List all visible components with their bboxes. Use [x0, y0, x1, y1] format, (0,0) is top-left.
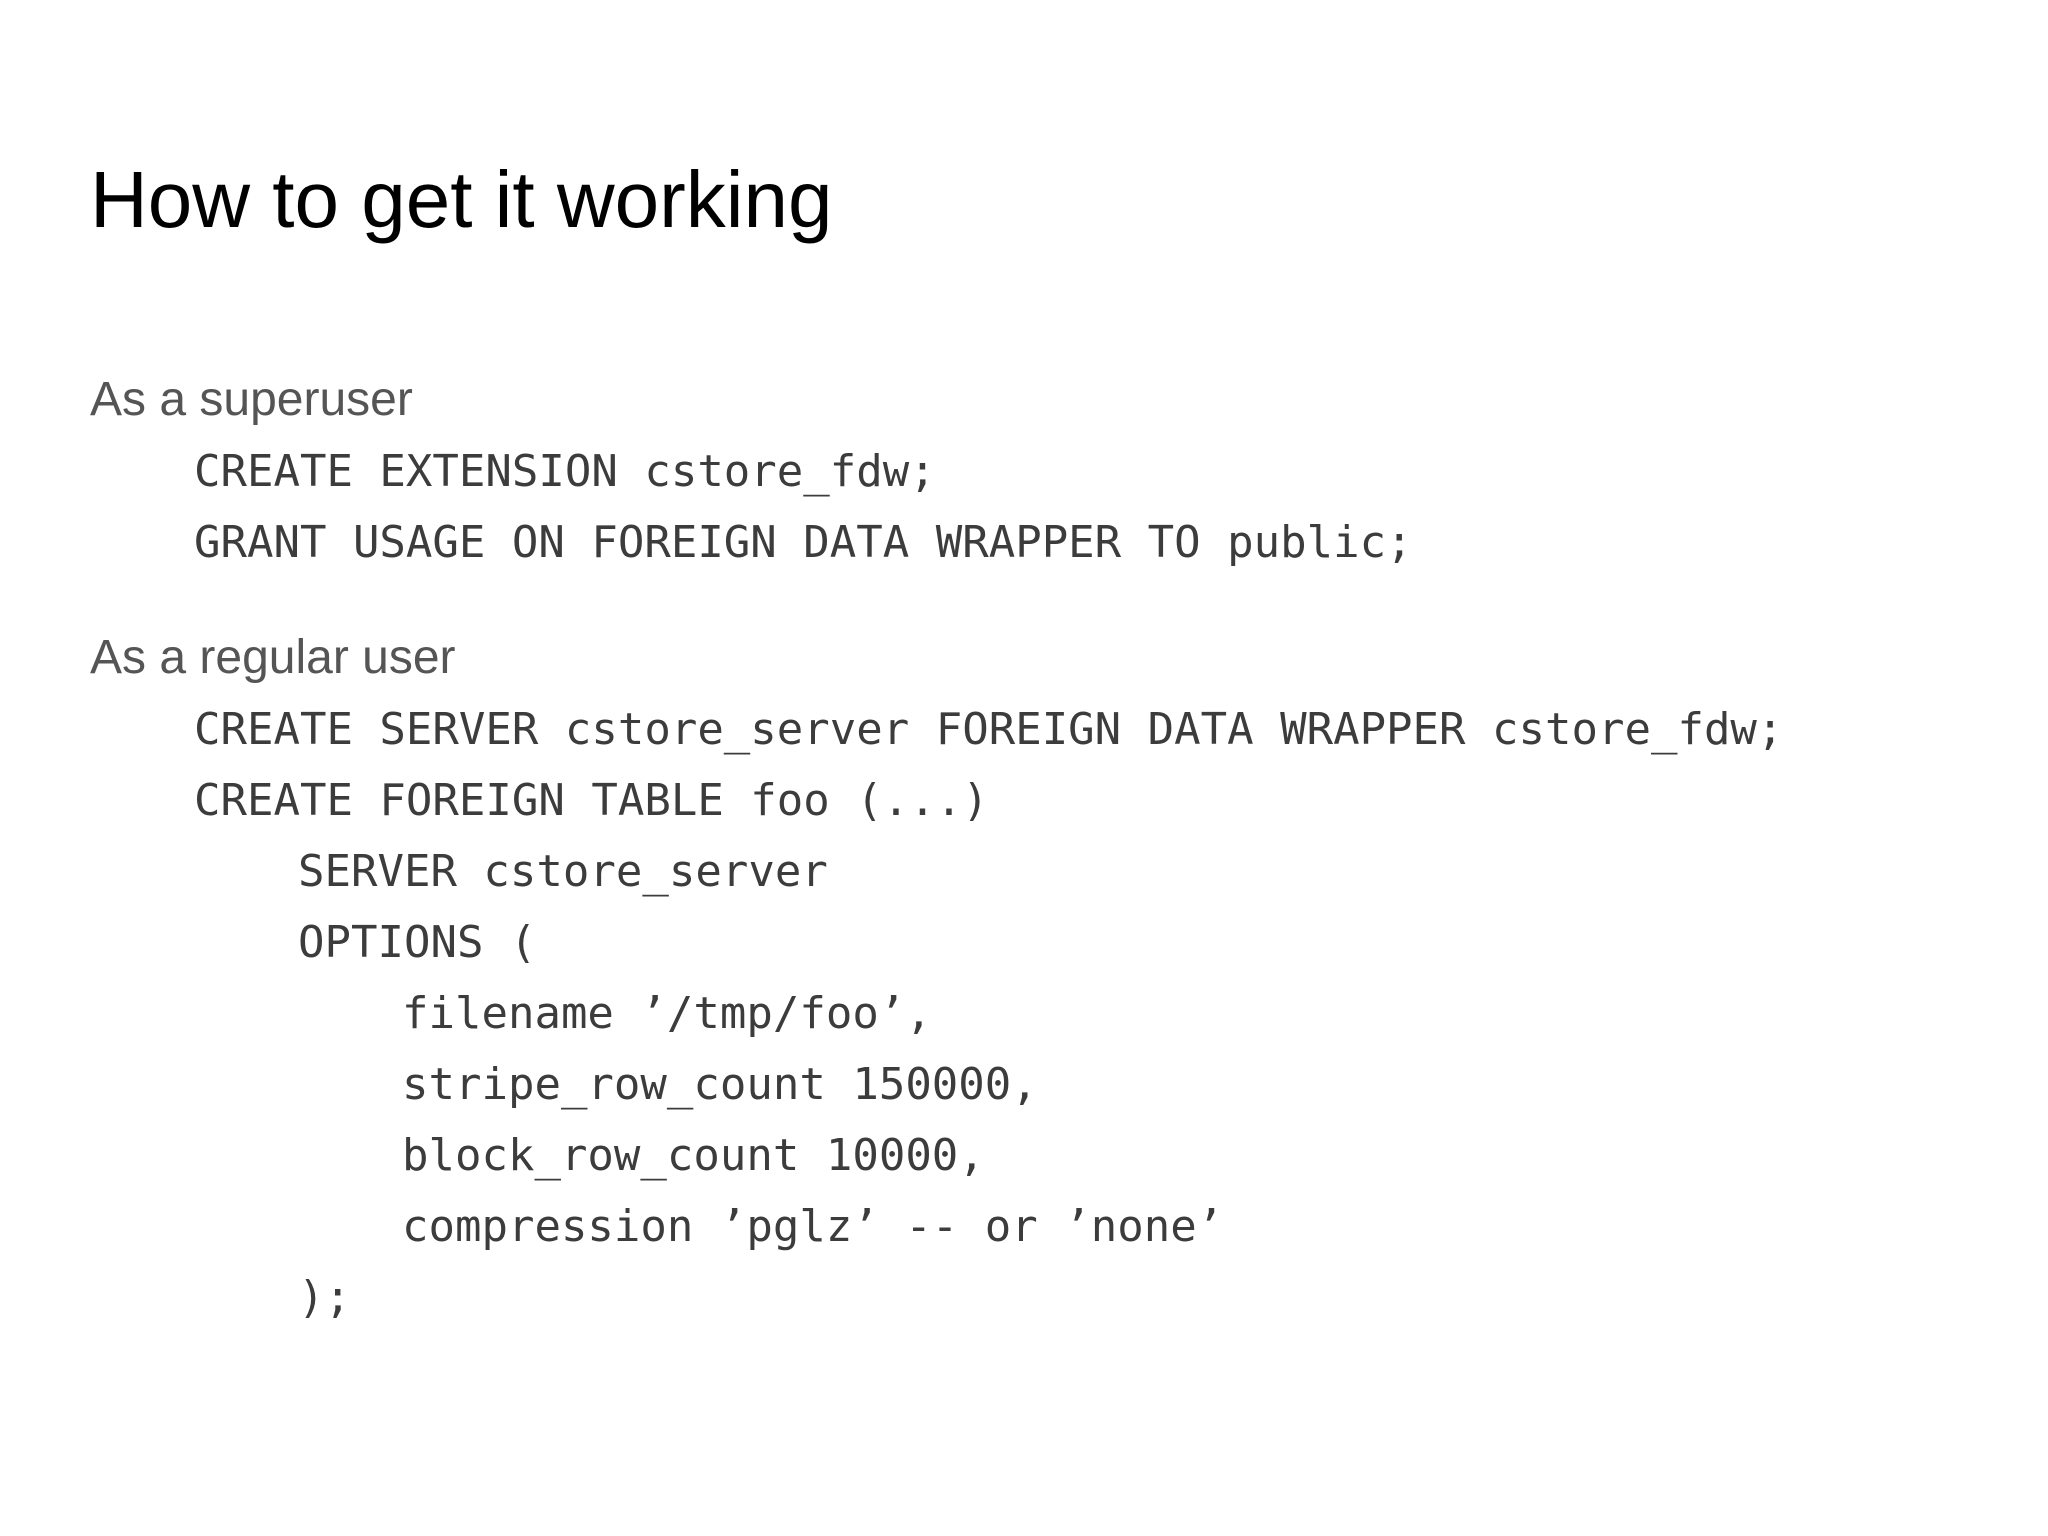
slide-title: How to get it working — [90, 155, 833, 244]
code-line: CREATE SERVER cstore_server FOREIGN DATA… — [194, 704, 1784, 755]
code-block-regular-user: CREATE SERVER cstore_server FOREIGN DATA… — [0, 694, 1783, 1333]
code-line: CREATE EXTENSION cstore_fdw; — [194, 446, 936, 497]
code-line: ); — [298, 1272, 351, 1323]
section-label-superuser: As a superuser — [90, 373, 413, 426]
code-line: block_row_count 10000, — [402, 1130, 985, 1181]
code-line: OPTIONS ( — [298, 917, 537, 968]
code-line: filename ’/tmp/foo’, — [402, 988, 932, 1039]
section-label-regular-user: As a regular user — [90, 631, 456, 684]
code-block-superuser: CREATE EXTENSION cstore_fdw; GRANT USAGE… — [0, 436, 1413, 578]
code-line: stripe_row_count 150000, — [402, 1059, 1038, 1110]
code-line: SERVER cstore_server — [298, 846, 828, 897]
code-line: CREATE FOREIGN TABLE foo (...) — [194, 775, 989, 826]
code-line: compression ’pglz’ -- or ’none’ — [402, 1201, 1224, 1252]
code-line: GRANT USAGE ON FOREIGN DATA WRAPPER TO p… — [194, 517, 1413, 568]
